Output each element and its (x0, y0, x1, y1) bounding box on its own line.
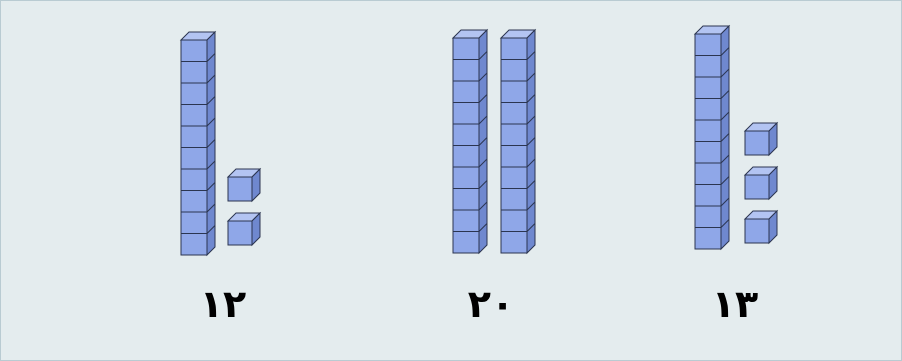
cube-front-face (745, 219, 769, 243)
rod-unit-cell (695, 77, 721, 99)
rod-unit-cell (695, 99, 721, 121)
unit-cube (745, 211, 777, 243)
rod-unit-cell (501, 189, 527, 211)
rod-unit-cell (181, 62, 207, 84)
cube-front-face (228, 221, 252, 245)
rod-unit-cell (501, 60, 527, 82)
rod-unit-cell (695, 56, 721, 78)
number-label-twelve: ١٢ (200, 282, 246, 326)
ten-rods (695, 26, 729, 249)
rod-unit-cell (501, 167, 527, 189)
rod-unit-cell (501, 81, 527, 103)
rod-unit-cell (453, 232, 479, 254)
ten-rod (501, 30, 535, 253)
unit-cube (745, 167, 777, 199)
cube-front-face (228, 177, 252, 201)
rod-unit-cell (453, 38, 479, 60)
rod-unit-cell (453, 81, 479, 103)
unit-cube (228, 213, 260, 245)
ten-rod (453, 30, 487, 253)
cube-front-face (745, 175, 769, 199)
unit-cubes (745, 123, 777, 243)
ten-rod (181, 32, 215, 255)
rod-unit-cell (181, 169, 207, 191)
rod-unit-cell (501, 38, 527, 60)
rod-unit-cell (453, 124, 479, 146)
rod-unit-cell (453, 60, 479, 82)
rod-unit-cell (695, 228, 721, 250)
rod-unit-cell (501, 232, 527, 254)
number-label-thirteen: ١٣ (712, 282, 758, 326)
rod-unit-cell (501, 124, 527, 146)
rod-unit-cell (181, 126, 207, 148)
rod-unit-cell (181, 212, 207, 234)
rod-unit-cell (695, 120, 721, 142)
rod-unit-cell (695, 34, 721, 56)
rod-unit-cell (181, 234, 207, 256)
rod-unit-cell (181, 40, 207, 62)
rod-unit-cell (695, 185, 721, 207)
rod-unit-cell (453, 146, 479, 168)
cube-front-face (745, 131, 769, 155)
rod-unit-cell (181, 105, 207, 127)
rod-unit-cell (501, 146, 527, 168)
rod-unit-cell (695, 206, 721, 228)
rod-unit-cell (453, 210, 479, 232)
rod-unit-cell (453, 189, 479, 211)
rod-unit-cell (181, 191, 207, 213)
rod-unit-cell (181, 148, 207, 170)
rod-unit-cell (181, 83, 207, 105)
rod-unit-cell (501, 103, 527, 125)
number-label-twenty: ٢٠ (468, 282, 514, 326)
ten-rods (181, 32, 215, 255)
rod-unit-cell (453, 103, 479, 125)
unit-cube (745, 123, 777, 155)
rod-unit-cell (453, 167, 479, 189)
unit-cube (228, 169, 260, 201)
ten-rod (695, 26, 729, 249)
rod-unit-cell (695, 142, 721, 164)
rod-unit-cell (501, 210, 527, 232)
rod-unit-cell (695, 163, 721, 185)
